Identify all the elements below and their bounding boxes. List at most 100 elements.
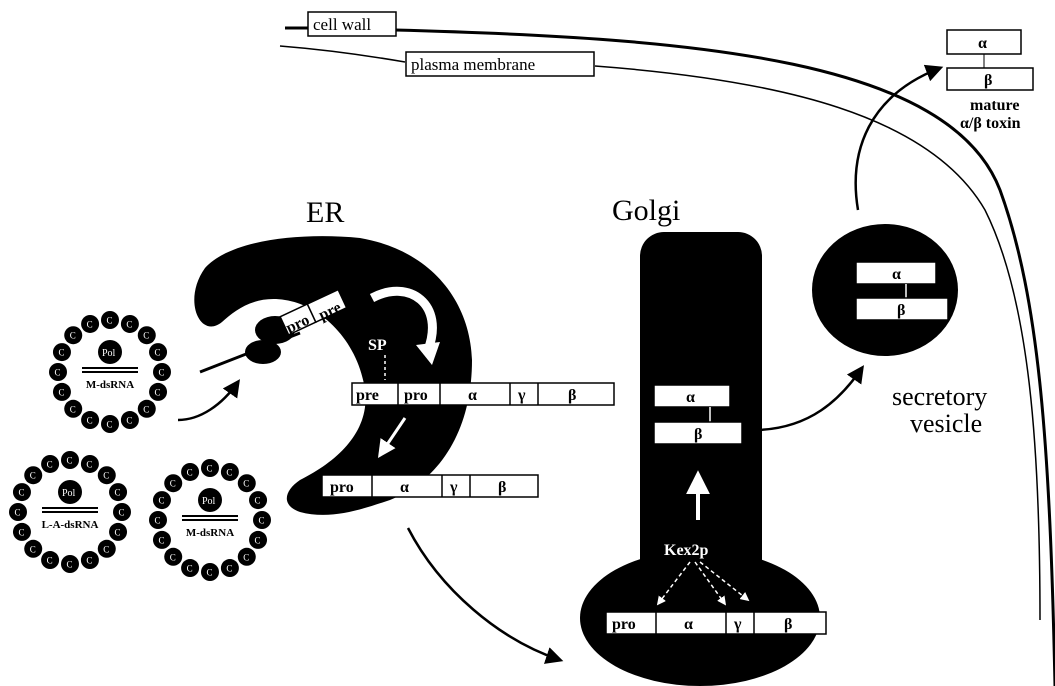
er-processing-arrow [377,417,407,458]
capsid-subunit [120,411,139,430]
capsid-subunit-letter: C [158,535,164,545]
capsid-subunit-letter: C [86,459,92,469]
capsid-subunit-letter: C [187,564,193,574]
capsid-subunit [101,415,119,433]
capsid-subunit [12,522,31,541]
capsid-subunit-letter: C [126,416,132,426]
capsid-subunit-letter: C [226,467,232,477]
sp-curved-arrow [369,286,437,352]
capsid-subunit [52,382,71,401]
golgi-beta-label: β [694,426,702,443]
secretory-label: secretory [892,382,987,411]
capsid-subunit [253,511,271,529]
nascent-chain [279,288,348,336]
capsid-subunit-letter: C [18,488,24,498]
plasma-membrane-label-box [405,51,595,77]
capsid-subunit-letter: C [70,404,76,414]
capsid-subunit [149,343,168,362]
polymerase [98,340,122,364]
preprotoxin-gamma: γ [517,387,526,404]
capsid-subunit [80,454,99,473]
capsid-subunit-letter: C [158,496,164,506]
capsid-subunit-letter: C [103,471,109,481]
golgi-protoxin: pro α γ β [605,611,827,635]
capsid-subunit-letter: C [255,496,261,506]
capsid-subunit-letter: C [259,516,265,526]
capsid-subunit-letter: C [207,464,213,474]
capsid-subunit-letter: C [155,516,161,526]
capsid-subunit-letter: C [47,459,53,469]
cell-wall [285,26,1055,686]
capsid-subunit [201,563,219,581]
capsid-subunit-letter: C [255,535,261,545]
polymerase-label: Pol [102,348,116,359]
capsid-subunit-letter: C [115,488,121,498]
mature-alpha-label: α [978,35,987,52]
capsid-subunit-letter: C [155,348,161,358]
capsid-subunit [97,466,116,485]
vesicle-alpha-label: α [892,266,901,283]
capsid-subunit [49,363,67,381]
capsid-subunit-letter: C [30,544,36,554]
capsid-subunit [149,382,168,401]
capsid-subunit [149,511,167,529]
capsid-subunit-letter: C [170,552,176,562]
capsid-subunit-letter: C [86,556,92,566]
capsid-subunit [164,474,183,493]
plasma-membrane-label: plasma membrane [411,55,535,74]
protoxin-gamma: γ [449,479,458,496]
capsid-subunit-letter: C [243,479,249,489]
mature-toxin-label-2: α/β toxin [960,115,1021,132]
protoxin-alpha: α [400,479,409,496]
golgi-to-vesicle-arrow [757,365,864,432]
capsid-subunit [137,326,156,345]
capsid-subunit-letter: C [143,404,149,414]
capsid-subunit-letter: C [226,564,232,574]
capsid-subunit [201,459,219,477]
dsrna-label: M-dsRNA [86,379,134,391]
polymerase-label: Pol [62,488,76,499]
capsid-subunit [220,559,239,578]
capsid-subunit [52,343,71,362]
capsid-subunit [249,491,268,510]
capsid-subunit [41,454,60,473]
ribosome-small [245,340,281,364]
vesicle-label: vesicle [910,409,982,438]
capsid-subunit [81,411,100,430]
golgi-protoxin-beta: β [784,616,792,633]
er-membrane-shape [194,236,472,515]
capsid-subunit-letter: C [30,471,36,481]
capsid-subunit [237,474,256,493]
plasma-membrane [279,45,1041,621]
preprotoxin-pre: pre [356,387,379,404]
capsid-subunit-letter: C [187,467,193,477]
capsid-subunit [101,311,119,329]
protoxin-pro: pro [330,479,354,496]
mrna-strand [199,331,301,374]
capsid-subunit-letter: C [70,331,76,341]
mature-beta-box [946,67,1034,91]
capsid-subunit [153,363,171,381]
polymerase [58,480,82,504]
capsid-subunit-letter: C [126,319,132,329]
capsid-subunit-letter: C [15,508,21,518]
capsid-subunit [61,451,79,469]
capsid-subunit [41,551,60,570]
capsid-subunit [152,530,171,549]
preprotoxin-alpha: α [468,387,477,404]
protoxin: pro α γ β [321,474,539,498]
capsid-subunit-letter: C [115,527,121,537]
capsid-subunit-letter: C [207,568,213,578]
polymerase [198,488,222,512]
kex2p-label: Kex2p [664,542,709,559]
golgi-alpha-box [653,384,731,408]
capsid-subunit-letter: C [159,368,165,378]
capsid-subunit-letter: C [170,479,176,489]
capsid-subunit-letter: C [55,368,61,378]
golgi-beta-box [653,421,743,445]
capsid-subunit [24,466,43,485]
golgi-stack [640,232,762,592]
capsid-subunit-letter: C [87,416,93,426]
capsid-subunit [152,491,171,510]
